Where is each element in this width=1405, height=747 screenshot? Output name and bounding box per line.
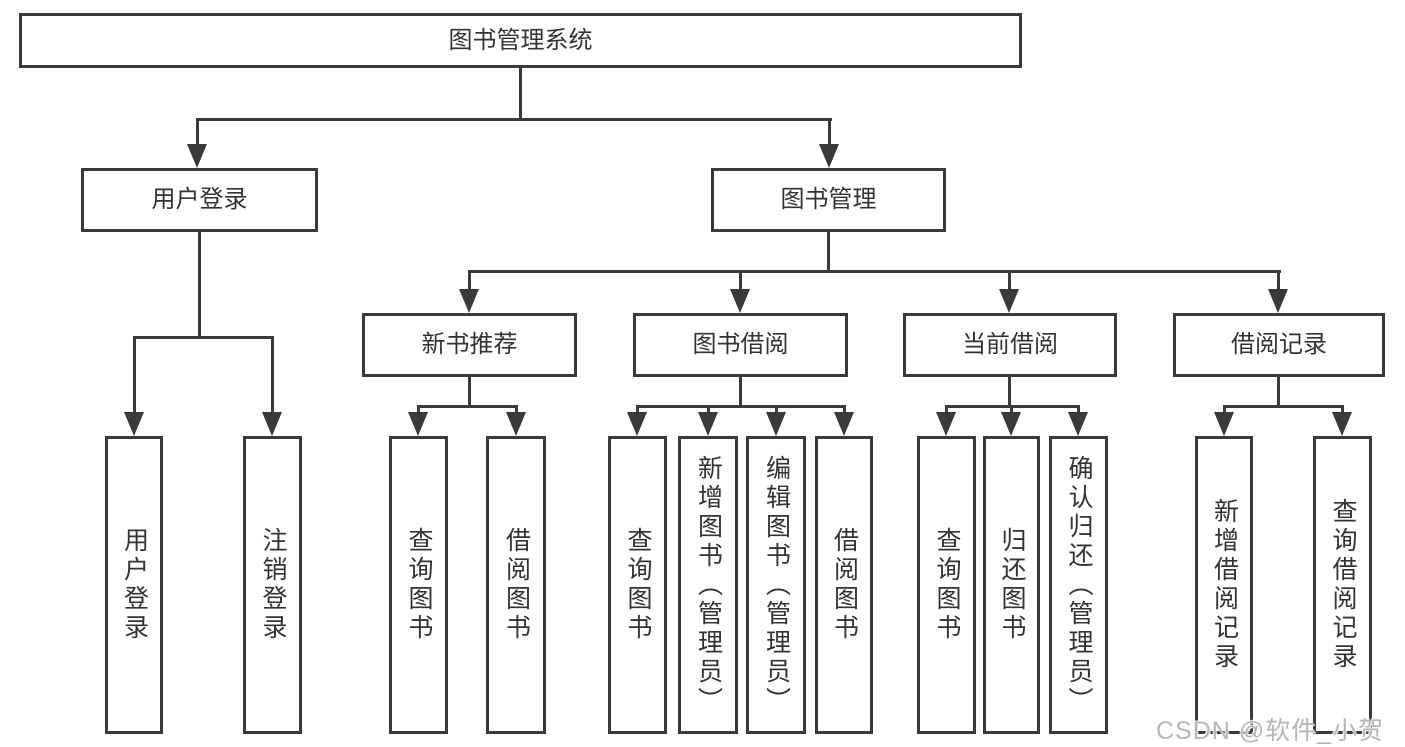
connector-user-login-drop-2: [271, 336, 274, 416]
connector-drop-new-book: [468, 270, 471, 292]
node-book-mgmt: 图书管理: [711, 168, 946, 232]
arrowhead-login-leaf: [124, 412, 144, 436]
leaf-br-add-record-label: 新增借阅记录: [1210, 498, 1239, 672]
leaf-cb-return-books: 归还图书: [983, 436, 1040, 734]
connector-cb-drop-3: [1077, 405, 1080, 415]
arrowhead-book-borrow: [730, 289, 750, 313]
leaf-nb-borrow-books: 借阅图书: [486, 436, 546, 734]
leaf-bb-query-books: 查询图书: [608, 436, 667, 734]
leaf-br-query-record: 查询借阅记录: [1313, 436, 1372, 734]
arrowhead-bb-edit: [766, 412, 786, 436]
connector-drop-current-borrow: [1008, 270, 1011, 292]
arrowhead-br-add: [1214, 412, 1234, 436]
leaf-nb-query-books: 查询图书: [389, 436, 448, 734]
arrowhead-user-login: [187, 144, 207, 168]
connector-new-book-drop-2: [515, 405, 518, 415]
node-book-mgmt-label: 图书管理: [780, 186, 877, 213]
leaf-bb-add-books-admin-label: 新增图书（管理员）: [694, 454, 723, 716]
connector-root-drop-left: [196, 118, 199, 148]
connector-root-rail: [196, 118, 832, 121]
connector-bb-drop-2: [707, 405, 710, 415]
node-new-book-rec-label: 新书推荐: [421, 331, 518, 358]
connector-current-borrow-stem: [1008, 375, 1011, 407]
connector-bb-drop-3: [775, 405, 778, 415]
connector-user-login-drop-1: [133, 336, 136, 416]
arrowhead-current-borrow: [999, 289, 1019, 313]
arrowhead-br-query: [1332, 412, 1352, 436]
leaf-cb-return-books-label: 归还图书: [998, 527, 1026, 643]
leaf-user-login-label: 用户登录: [120, 527, 149, 643]
connector-drop-borrow-records: [1277, 270, 1280, 292]
connector-user-login-stem: [198, 230, 201, 338]
connector-root-drop-right: [828, 118, 831, 148]
node-user-login-label: 用户登录: [151, 186, 248, 213]
node-root-label: 图书管理系统: [448, 26, 593, 54]
node-root: 图书管理系统: [19, 13, 1022, 68]
connector-new-book-drop-1: [417, 405, 420, 415]
leaf-logout: 注销登录: [243, 436, 302, 734]
arrowhead-cb-confirm: [1068, 412, 1088, 436]
connector-bb-drop-1: [636, 405, 639, 415]
node-current-borrow: 当前借阅: [903, 313, 1117, 377]
csdn-watermark: CSDN @软件_小贺同学: [1156, 717, 1385, 745]
node-new-book-rec: 新书推荐: [362, 313, 577, 377]
connector-user-login-rail: [133, 336, 274, 339]
leaf-cb-confirm-return-admin-label: 确认归还（管理员）: [1065, 454, 1093, 716]
arrowhead-borrow-records: [1268, 289, 1288, 313]
leaf-nb-borrow-books-label: 借阅图书: [502, 527, 531, 643]
connector-borrow-records-stem: [1277, 375, 1280, 407]
connector-drop-book-borrow: [739, 270, 742, 292]
connector-borrow-records-rail: [1223, 405, 1344, 408]
leaf-bb-add-books-admin: 新增图书（管理员）: [678, 436, 738, 734]
connector-cb-drop-1: [945, 405, 948, 415]
node-user-login: 用户登录: [81, 168, 318, 232]
arrowhead-bb-query: [627, 412, 647, 436]
arrowhead-cb-query: [936, 412, 956, 436]
arrowhead-new-book: [459, 289, 479, 313]
node-current-borrow-label: 当前借阅: [962, 331, 1058, 358]
node-borrow-records-label: 借阅记录: [1231, 331, 1327, 358]
leaf-bb-edit-books-admin: 编辑图书（管理员）: [746, 436, 806, 734]
leaf-nb-query-books-label: 查询图书: [405, 527, 433, 643]
leaf-user-login: 用户登录: [105, 436, 163, 734]
connector-book-borrow-stem: [739, 375, 742, 407]
leaf-bb-borrow-books: 借阅图书: [815, 436, 873, 734]
connector-new-book-stem: [468, 375, 471, 407]
node-book-borrow: 图书借阅: [633, 313, 848, 377]
arrowhead-logout-leaf: [262, 412, 282, 436]
leaf-bb-borrow-books-label: 借阅图书: [830, 527, 859, 643]
connector-book-mgmt-rail: [468, 270, 1281, 273]
node-book-borrow-label: 图书借阅: [692, 331, 789, 358]
connector-bb-drop-4: [843, 405, 846, 415]
connector-book-mgmt-stem: [827, 231, 830, 272]
leaf-bb-edit-books-admin-label: 编辑图书（管理员）: [762, 454, 791, 716]
leaf-bb-query-books-label: 查询图书: [624, 527, 652, 643]
arrowhead-nb-query: [408, 412, 428, 436]
connector-br-drop-2: [1341, 405, 1344, 415]
leaf-logout-label: 注销登录: [259, 527, 287, 643]
arrowhead-cb-return: [1001, 412, 1021, 436]
connector-book-borrow-rail: [636, 405, 845, 408]
node-borrow-records: 借阅记录: [1173, 313, 1385, 377]
leaf-cb-query-books: 查询图书: [917, 436, 976, 734]
arrowhead-book-mgmt: [819, 144, 839, 168]
arrowhead-bb-add: [698, 412, 718, 436]
arrowhead-nb-borrow: [506, 412, 526, 436]
leaf-br-add-record: 新增借阅记录: [1195, 436, 1253, 734]
leaf-br-query-record-label: 查询借阅记录: [1329, 498, 1357, 672]
leaf-cb-query-books-label: 查询图书: [933, 527, 961, 643]
connector-root-stem: [519, 66, 522, 120]
connector-cb-drop-2: [1010, 405, 1013, 415]
arrowhead-bb-borrow: [834, 412, 854, 436]
leaf-cb-confirm-return-admin: 确认归还（管理员）: [1049, 436, 1108, 734]
connector-br-drop-1: [1223, 405, 1226, 415]
connector-new-book-rail: [417, 405, 518, 408]
